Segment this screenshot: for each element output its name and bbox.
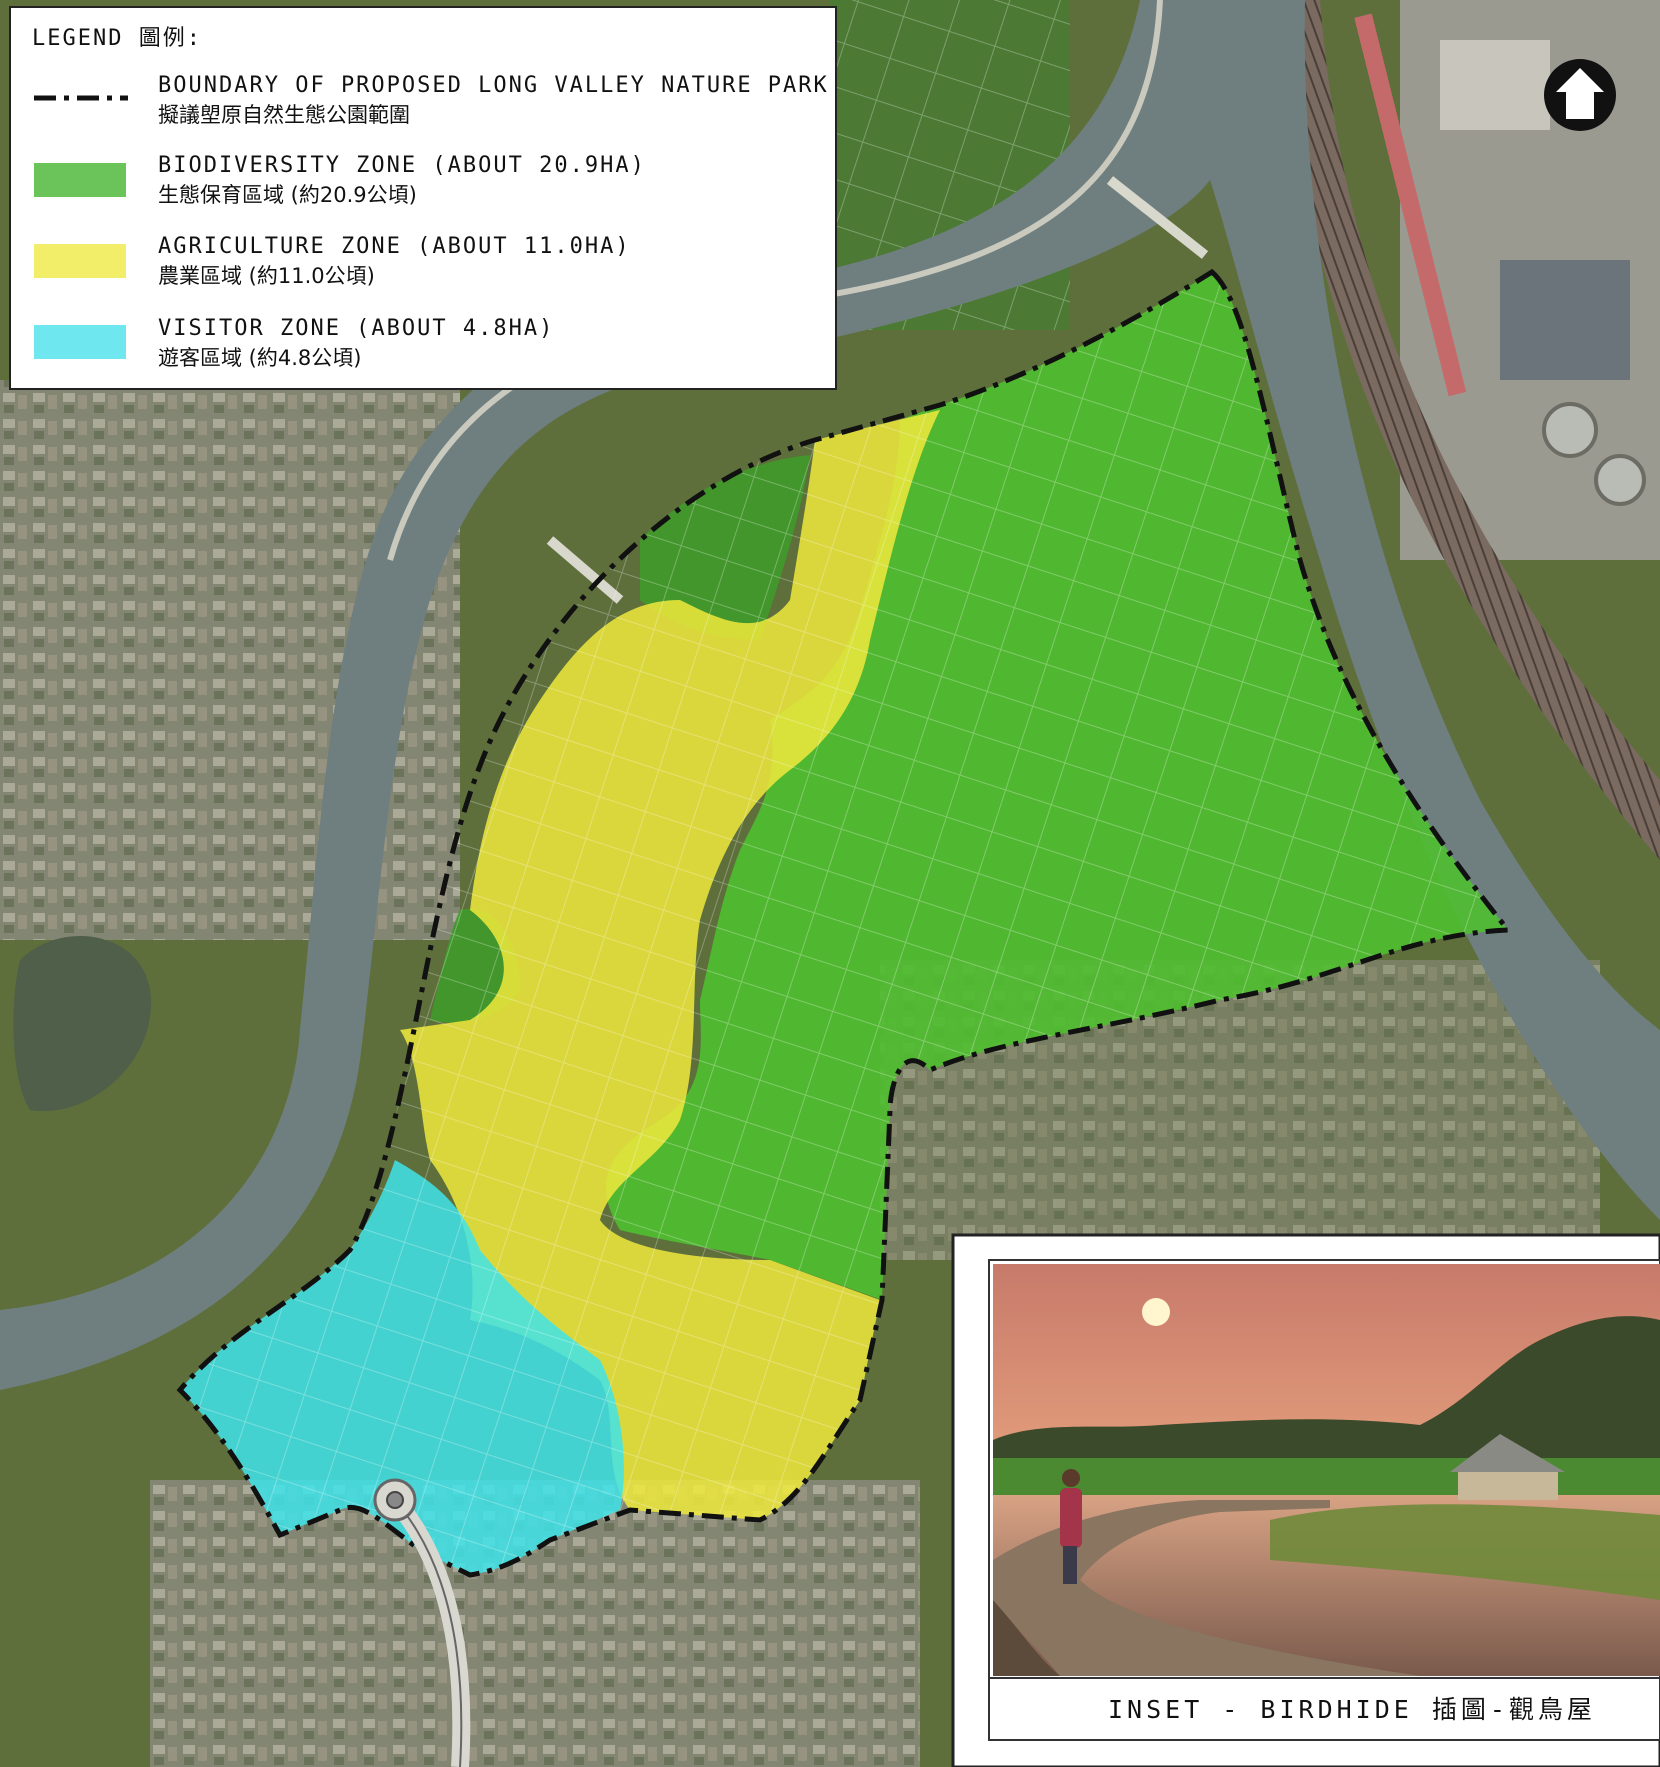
footbridge-north [1106, 176, 1209, 259]
railway [1280, 0, 1660, 860]
green-field [993, 1458, 1660, 1498]
legend-agriculture-swatch [34, 244, 126, 278]
north-arrow-icon [1544, 59, 1616, 131]
birdhide-wall [1458, 1472, 1558, 1500]
legend-biodiversity-label-zh: 生態保育區域 (約20.9公頃) [158, 183, 417, 207]
inset-photo-birdhide [993, 1264, 1660, 1676]
legend-title: LEGEND 圖例: [32, 26, 202, 51]
legend-boundary-label-zh: 擬議塱原自然生態公園範圍 [158, 103, 410, 127]
treatment-tank-1 [1542, 402, 1598, 458]
red-roof-building [1354, 13, 1467, 397]
legend-biodiversity-swatch [34, 163, 126, 197]
boardwalk [993, 1500, 1420, 1676]
treatment-tank-2 [1594, 454, 1646, 506]
person-legs [1063, 1546, 1077, 1584]
field-texture [180, 272, 1508, 1575]
boardwalk-shade [993, 1600, 1060, 1676]
legend: LEGEND 圖例: BOUNDARY OF PROPOSED LONG VAL… [9, 6, 837, 390]
legend-box [9, 6, 837, 390]
person-head [1062, 1469, 1080, 1487]
person-body [1060, 1488, 1082, 1548]
sun [1142, 1298, 1170, 1326]
legend-biodiversity-label-en: BIODIVERSITY ZONE (ABOUT 20.9HA) [158, 153, 646, 178]
inset-panel: INSET - BIRDHIDE 插圖-觀鳥屋 [951, 1233, 1660, 1767]
industrial-roof-1 [1440, 40, 1550, 130]
nature-park-zones [176, 268, 1514, 1578]
treeline [993, 1316, 1660, 1470]
birdhide-roof [1450, 1434, 1565, 1472]
pond [13, 936, 151, 1112]
industrial-roof-2 [1500, 260, 1630, 380]
legend-agriculture-label-en: AGRICULTURE ZONE (ABOUT 11.0HA) [158, 234, 631, 259]
inset-caption: INSET - BIRDHIDE 插圖-觀鳥屋 [1108, 1695, 1596, 1724]
reeds [1270, 1504, 1660, 1600]
legend-boundary-label-en: BOUNDARY OF PROPOSED LONG VALLEY NATURE … [158, 73, 829, 98]
legend-visitor-label-en: VISITOR ZONE (ABOUT 4.8HA) [158, 316, 554, 341]
roundabout-center [386, 1491, 404, 1509]
legend-agriculture-label-zh: 農業區域 (約11.0公頃) [158, 264, 375, 288]
legend-visitor-swatch [34, 325, 126, 359]
legend-visitor-label-zh: 遊客區域 (約4.8公頃) [158, 346, 361, 370]
